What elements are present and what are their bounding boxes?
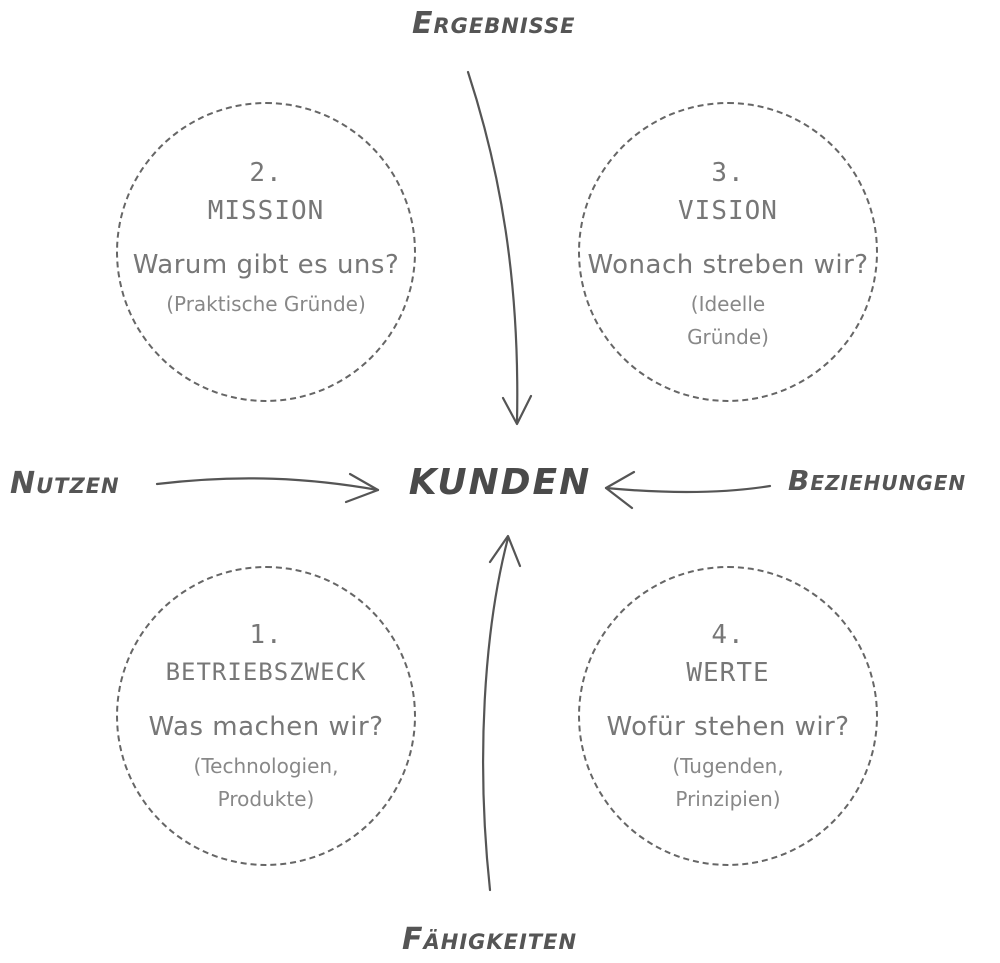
quadrant-betriebszweck: 1. BETRIEBSZWECK Was machen wir? (Techno… xyxy=(116,566,416,866)
quadrant-detail: (Tugenden, Prinzipien) xyxy=(672,754,784,811)
quadrant-question: Warum gibt es uns? xyxy=(132,250,400,280)
quadrant-number: 2. xyxy=(249,158,283,188)
quadrant-name: BETRIEBSZWECK xyxy=(165,658,367,686)
axis-label-left: Nutzen xyxy=(10,466,120,501)
quadrant-number: 3. xyxy=(711,158,745,188)
arrowhead-left xyxy=(344,472,380,504)
axis-label-top: Ergebnisse xyxy=(412,6,576,41)
arrowhead-top xyxy=(501,394,533,426)
arrowhead-right xyxy=(604,470,636,510)
quadrant-number: 4. xyxy=(711,620,745,650)
quadrant-name: VISION xyxy=(678,196,778,226)
quadrant-detail: (Technologien, Produkte) xyxy=(193,754,339,811)
quadrant-werte: 4. WERTE Wofür stehen wir? (Tugenden, Pr… xyxy=(578,566,878,866)
center-label: KUNDEN xyxy=(408,462,592,503)
quadrant-number: 1. xyxy=(249,620,283,650)
arrow-left xyxy=(155,477,380,492)
quadrant-detail: (Ideelle Gründe) xyxy=(687,292,769,349)
quadrant-vision: 3. VISION Wonach streben wir? (Ideelle G… xyxy=(578,102,878,402)
arrow-top xyxy=(466,70,519,424)
quadrant-name: MISSION xyxy=(207,196,325,226)
quadrant-question: Was machen wir? xyxy=(148,712,384,742)
arrow-bottom xyxy=(482,536,510,892)
quadrant-question: Wofür stehen wir? xyxy=(606,712,850,742)
arrow-right xyxy=(604,484,772,493)
quadrant-name: WERTE xyxy=(686,658,770,688)
axis-label-bottom: Fähigkeiten xyxy=(402,922,578,957)
axis-label-right: Beziehungen xyxy=(788,464,967,497)
quadrant-question: Wonach streben wir? xyxy=(587,250,869,280)
quadrant-detail: (Praktische Gründe) xyxy=(166,292,366,316)
arrowhead-bottom xyxy=(488,534,522,568)
quadrant-mission: 2. MISSION Warum gibt es uns? (Praktisch… xyxy=(116,102,416,402)
